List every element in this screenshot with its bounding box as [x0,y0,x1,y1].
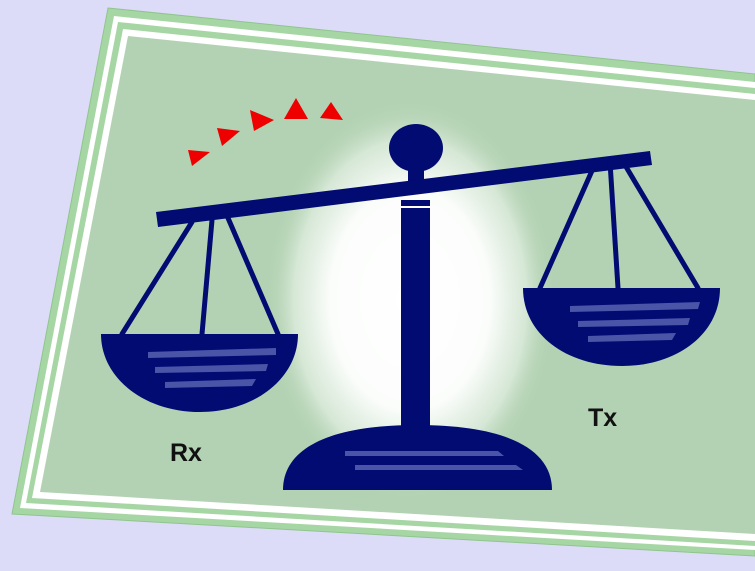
right-pan-strings [537,157,701,291]
right-pan-highlights [570,302,700,342]
scale-beam [156,151,652,227]
red-arrowhead-arc-icon [188,98,343,166]
arrowhead-5 [320,102,343,120]
left-pan-label: Rx [170,439,202,467]
left-pan-highlights [148,348,276,388]
scale-pillar [401,200,430,435]
arrowhead-1 [188,150,210,166]
scale-knob [389,124,443,172]
base-highlights [345,451,523,470]
right-pan-label: Tx [588,404,617,432]
arrowhead-3 [250,110,274,131]
arrowhead-4 [284,98,308,119]
left-pan-strings [119,215,281,337]
balance-scale-icon [101,124,720,490]
arrowhead-2 [217,128,240,146]
scale-base [283,425,552,490]
